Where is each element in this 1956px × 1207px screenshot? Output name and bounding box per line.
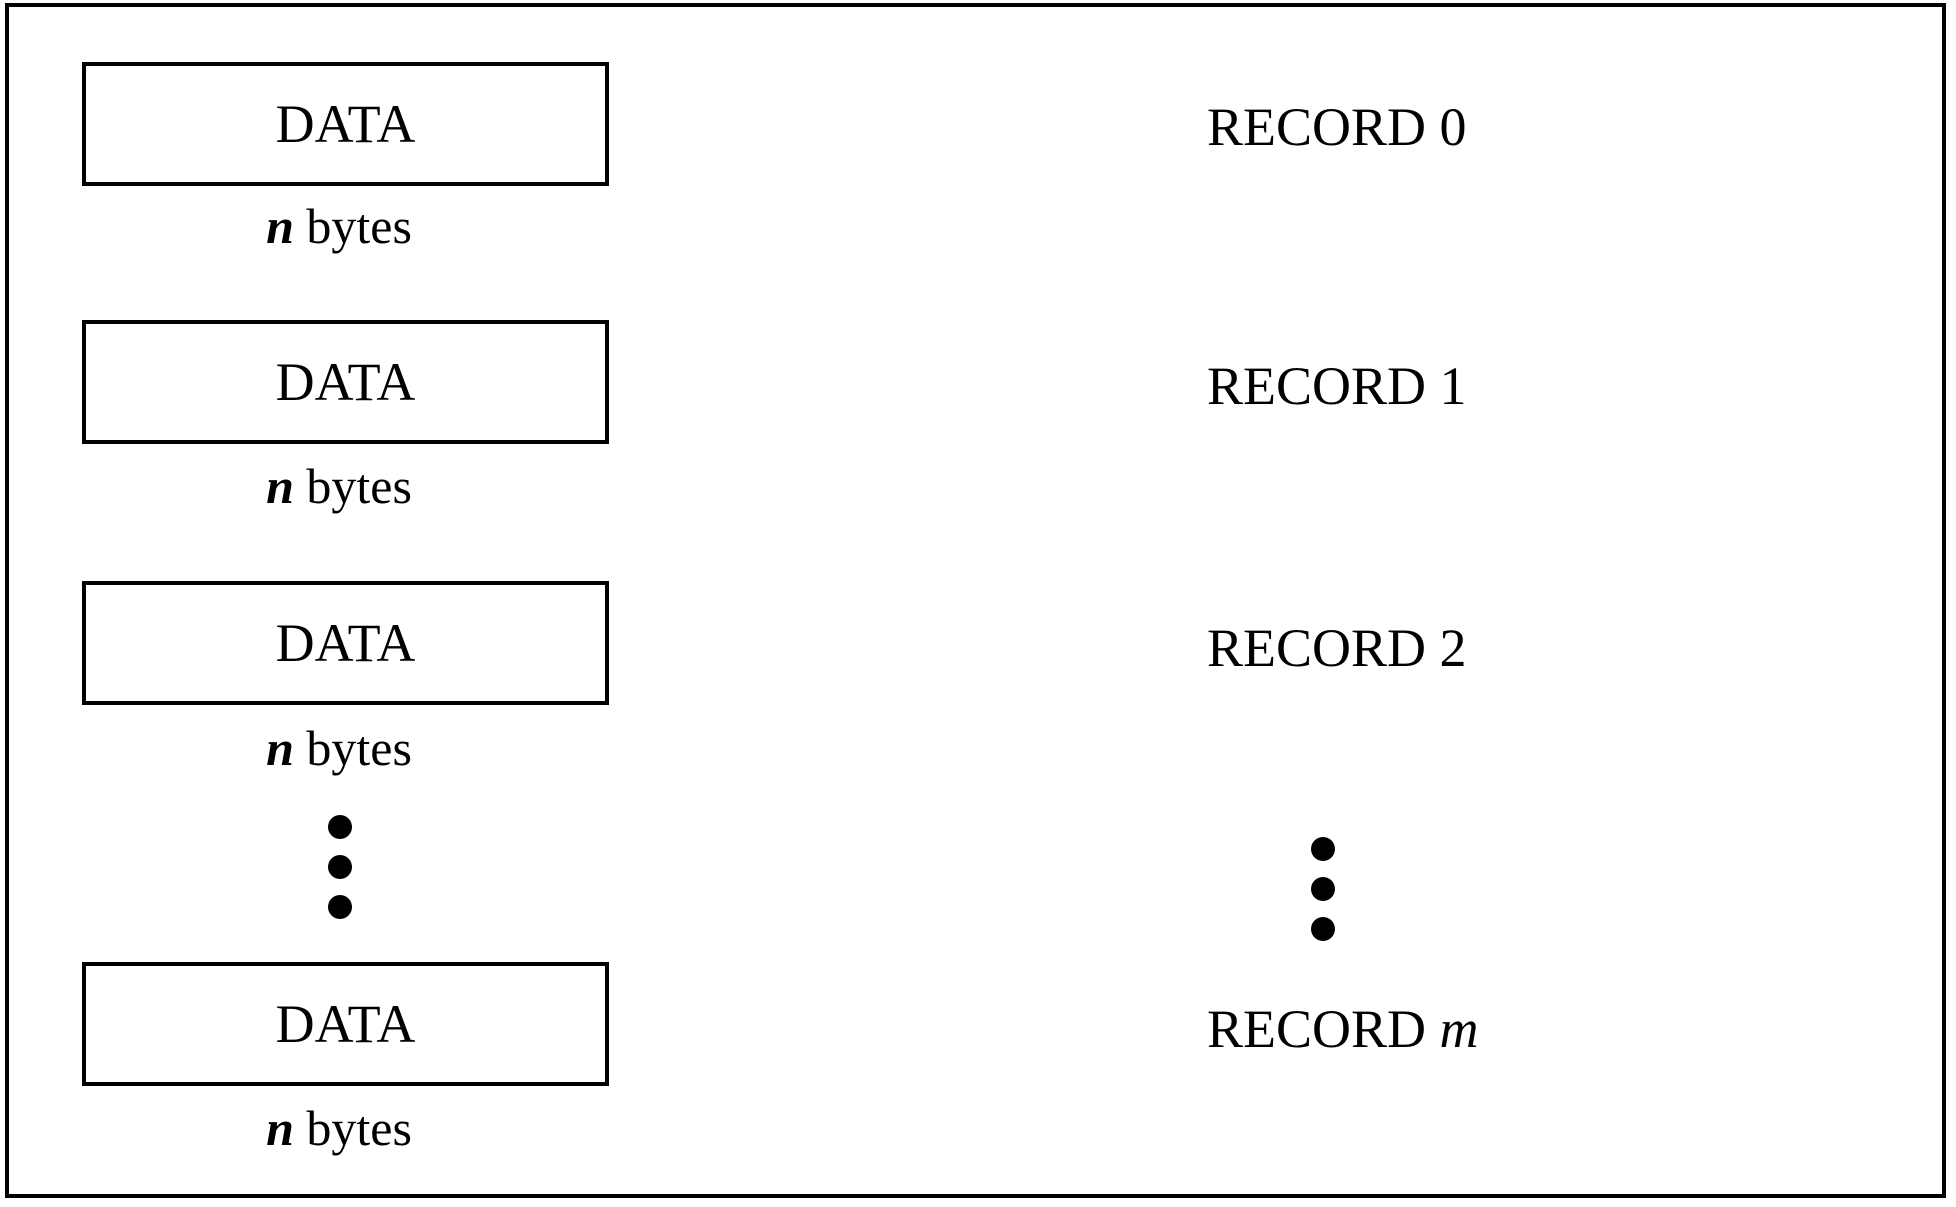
record-index: 0 <box>1439 97 1467 157</box>
data-box-label: DATA <box>275 352 416 412</box>
record-index: 1 <box>1439 356 1467 416</box>
size-unit: bytes <box>306 458 412 514</box>
data-box-record-m: DATA <box>82 962 609 1086</box>
data-box-label: DATA <box>275 94 416 154</box>
record-label-m: RECORD m <box>1207 997 1479 1061</box>
ellipsis-right-icon <box>1311 837 1337 957</box>
size-unit: bytes <box>306 1100 412 1156</box>
record-index: m <box>1439 999 1479 1059</box>
dot-icon <box>328 815 352 839</box>
dot-icon <box>328 895 352 919</box>
record-label-2: RECORD 2 <box>1207 616 1467 680</box>
record-prefix: RECORD <box>1207 618 1427 678</box>
record-prefix: RECORD <box>1207 356 1427 416</box>
record-index: 2 <box>1439 618 1467 678</box>
size-label-record-2: n bytes <box>82 718 596 778</box>
record-prefix: RECORD <box>1207 999 1427 1059</box>
ellipsis-left-icon <box>328 815 354 935</box>
dot-icon <box>1311 877 1335 901</box>
size-variable: n <box>266 720 294 776</box>
data-box-record-0: DATA <box>82 62 609 186</box>
dot-icon <box>1311 837 1335 861</box>
record-label-0: RECORD 0 <box>1207 95 1467 159</box>
size-unit: bytes <box>306 720 412 776</box>
data-box-record-1: DATA <box>82 320 609 444</box>
dot-icon <box>328 855 352 879</box>
record-prefix: RECORD <box>1207 97 1427 157</box>
record-label-1: RECORD 1 <box>1207 354 1467 418</box>
diagram-frame <box>5 3 1946 1198</box>
size-unit: bytes <box>306 198 412 254</box>
size-variable: n <box>266 1100 294 1156</box>
size-variable: n <box>266 458 294 514</box>
size-label-record-0: n bytes <box>82 196 596 256</box>
size-label-record-m: n bytes <box>82 1098 596 1158</box>
data-box-record-2: DATA <box>82 581 609 705</box>
size-label-record-1: n bytes <box>82 456 596 516</box>
dot-icon <box>1311 917 1335 941</box>
data-box-label: DATA <box>275 994 416 1054</box>
size-variable: n <box>266 198 294 254</box>
data-box-label: DATA <box>275 613 416 673</box>
